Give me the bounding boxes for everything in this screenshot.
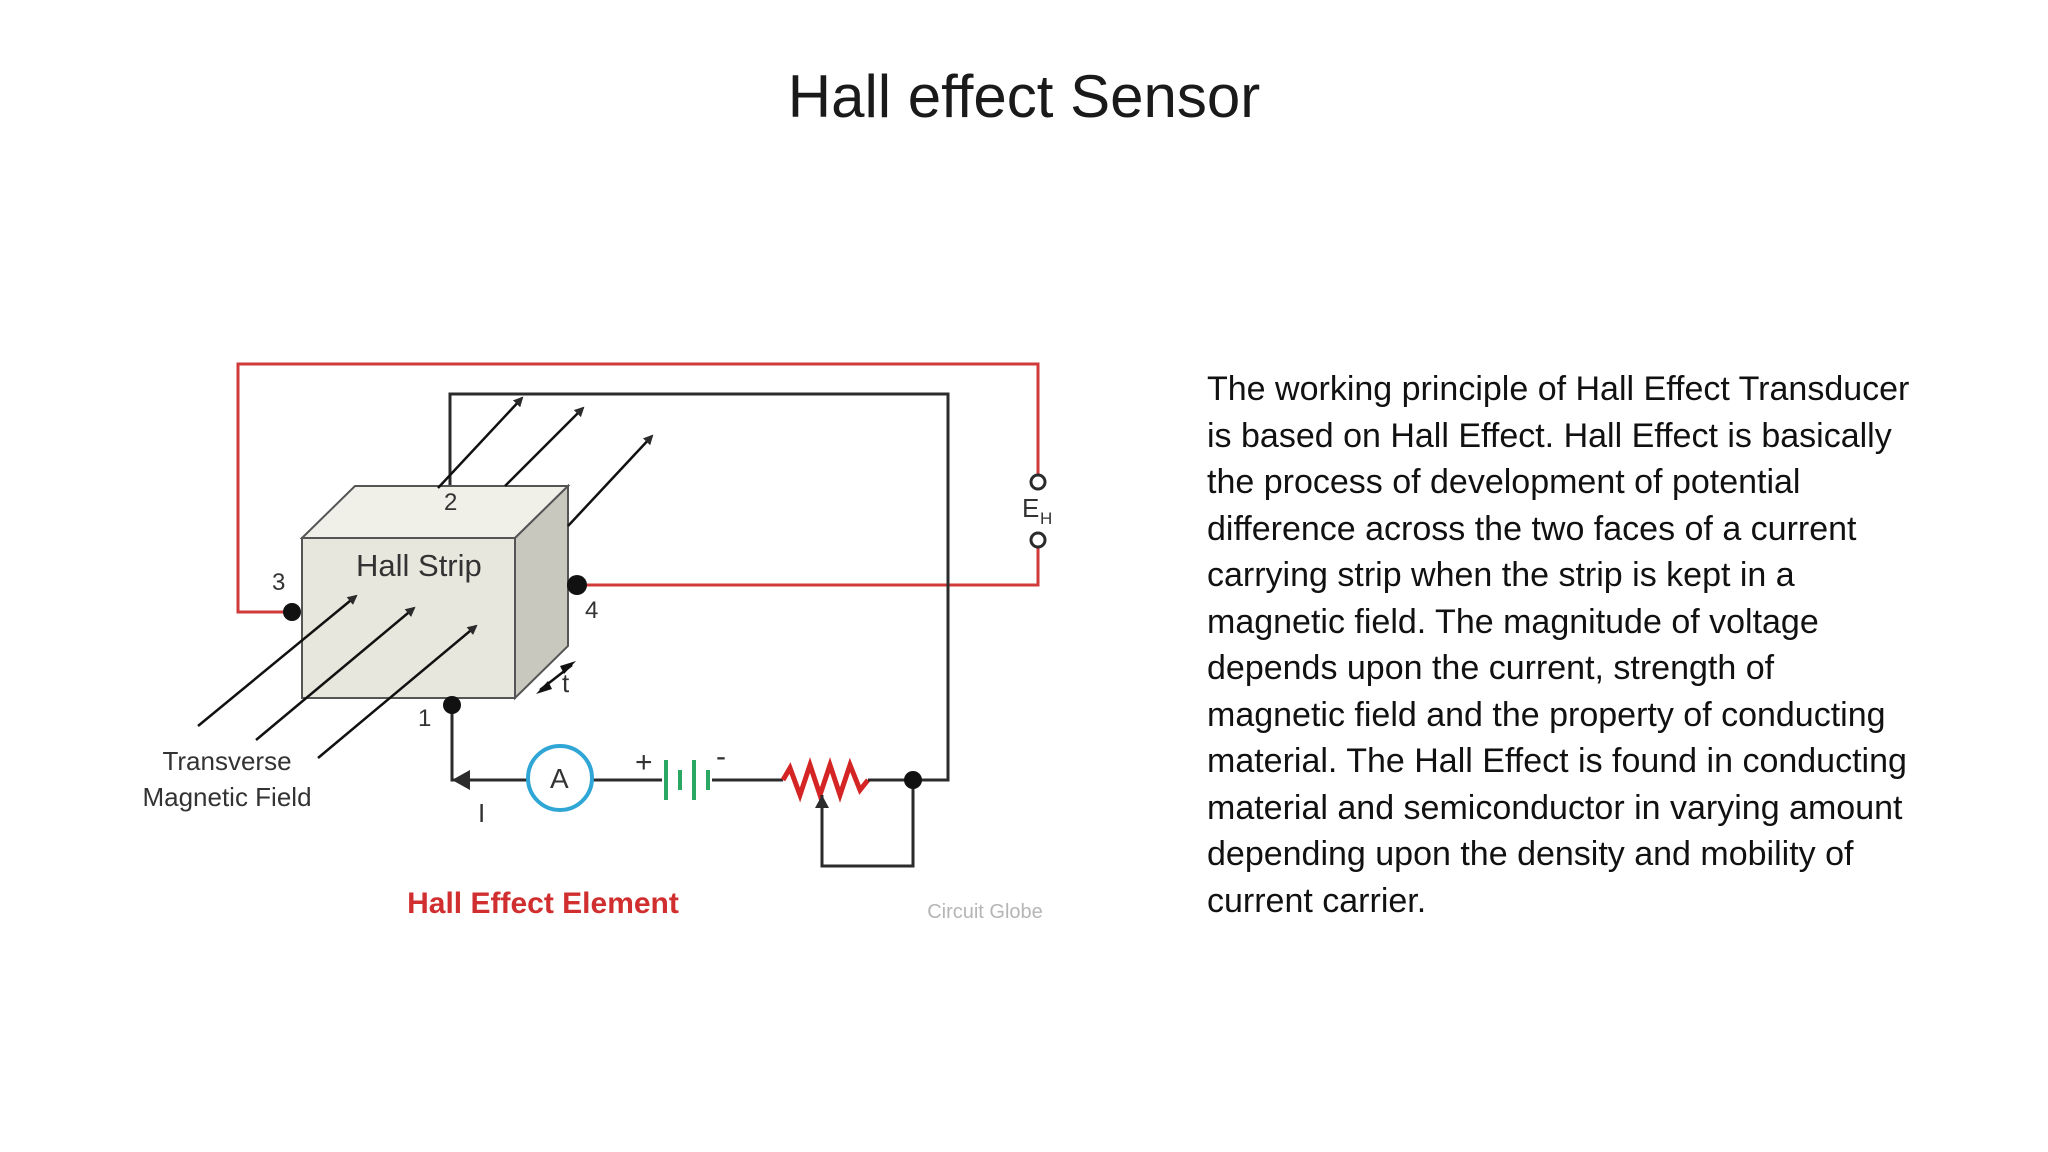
terminal-4-label: 4 <box>585 597 598 624</box>
thickness-arrowhead-a <box>536 681 552 694</box>
field-arrow-6 <box>567 434 654 527</box>
description-line: The working principle of Hall Effect Tra… <box>1207 370 1910 408</box>
terminal-3-dot <box>283 603 301 621</box>
description-line: carrying strip when the strip is kept in… <box>1207 556 1795 594</box>
description-line: the process of development of potential <box>1207 463 1801 501</box>
rheostat-resistor <box>780 757 870 803</box>
description-line: depends upon the current, strength of <box>1207 649 1775 687</box>
current-arrow <box>452 770 470 790</box>
strip-label: Hall Strip <box>356 548 482 583</box>
slide-title: Hall effect Sensor <box>787 63 1261 130</box>
rheostat-return-wire <box>820 780 915 868</box>
field-arrow-3 <box>317 624 478 759</box>
field-arrow-1 <box>197 594 358 727</box>
description-line: current carrier. <box>1207 881 1427 920</box>
current-loop-wire <box>448 392 950 782</box>
diagram-caption: Hall Effect Element <box>407 887 679 920</box>
eh-terminal-top <box>1029 473 1047 491</box>
field-arrow-4 <box>437 396 524 489</box>
description-line: magnetic field and the property of condu… <box>1207 695 1886 734</box>
battery-plus: + <box>635 746 653 779</box>
description-line: difference across the two faces of a cur… <box>1207 509 1857 548</box>
battery-minus: - <box>716 740 726 773</box>
description-line: material and semiconductor in varying am… <box>1207 788 1903 827</box>
thickness-arrowhead-b <box>560 661 576 674</box>
ammeter-circle <box>526 744 594 812</box>
eh-terminal-bottom <box>1029 531 1047 549</box>
lower-wire-left <box>450 708 527 782</box>
terminal-1-label: 1 <box>418 705 431 732</box>
description-line: depending upon the density and mobility … <box>1207 835 1854 873</box>
description-line: material. The Hall Effect is found in co… <box>1207 742 1907 780</box>
description-line: is based on Hall Effect. Hall Effect is … <box>1207 416 1892 455</box>
terminal-4-dot <box>567 575 587 595</box>
field-arrow-2 <box>255 606 416 741</box>
current-label: I <box>478 798 485 828</box>
thickness-label: t <box>562 668 570 698</box>
watermark: Circuit Globe <box>927 901 1043 923</box>
junction-node <box>904 771 922 789</box>
field-label-line2: Magnetic Field <box>142 782 311 812</box>
field-arrow-5 <box>504 406 585 487</box>
hall-output-wire <box>236 362 1040 614</box>
description-line: magnetic field. The magnitude of voltage <box>1207 602 1819 641</box>
terminal-3-label: 3 <box>272 569 285 596</box>
description-text: The working principle of Hall Effect Tra… <box>1207 366 1967 924</box>
eh-label: E <box>1022 493 1039 523</box>
eh-subscript: H <box>1040 509 1052 528</box>
hall-output-wire-lower <box>577 548 1040 587</box>
ammeter-label: A <box>550 763 569 794</box>
rheostat-wiper-head <box>815 795 829 808</box>
field-label-line1: Transverse <box>162 746 291 776</box>
terminal-2-label: 2 <box>444 489 457 516</box>
